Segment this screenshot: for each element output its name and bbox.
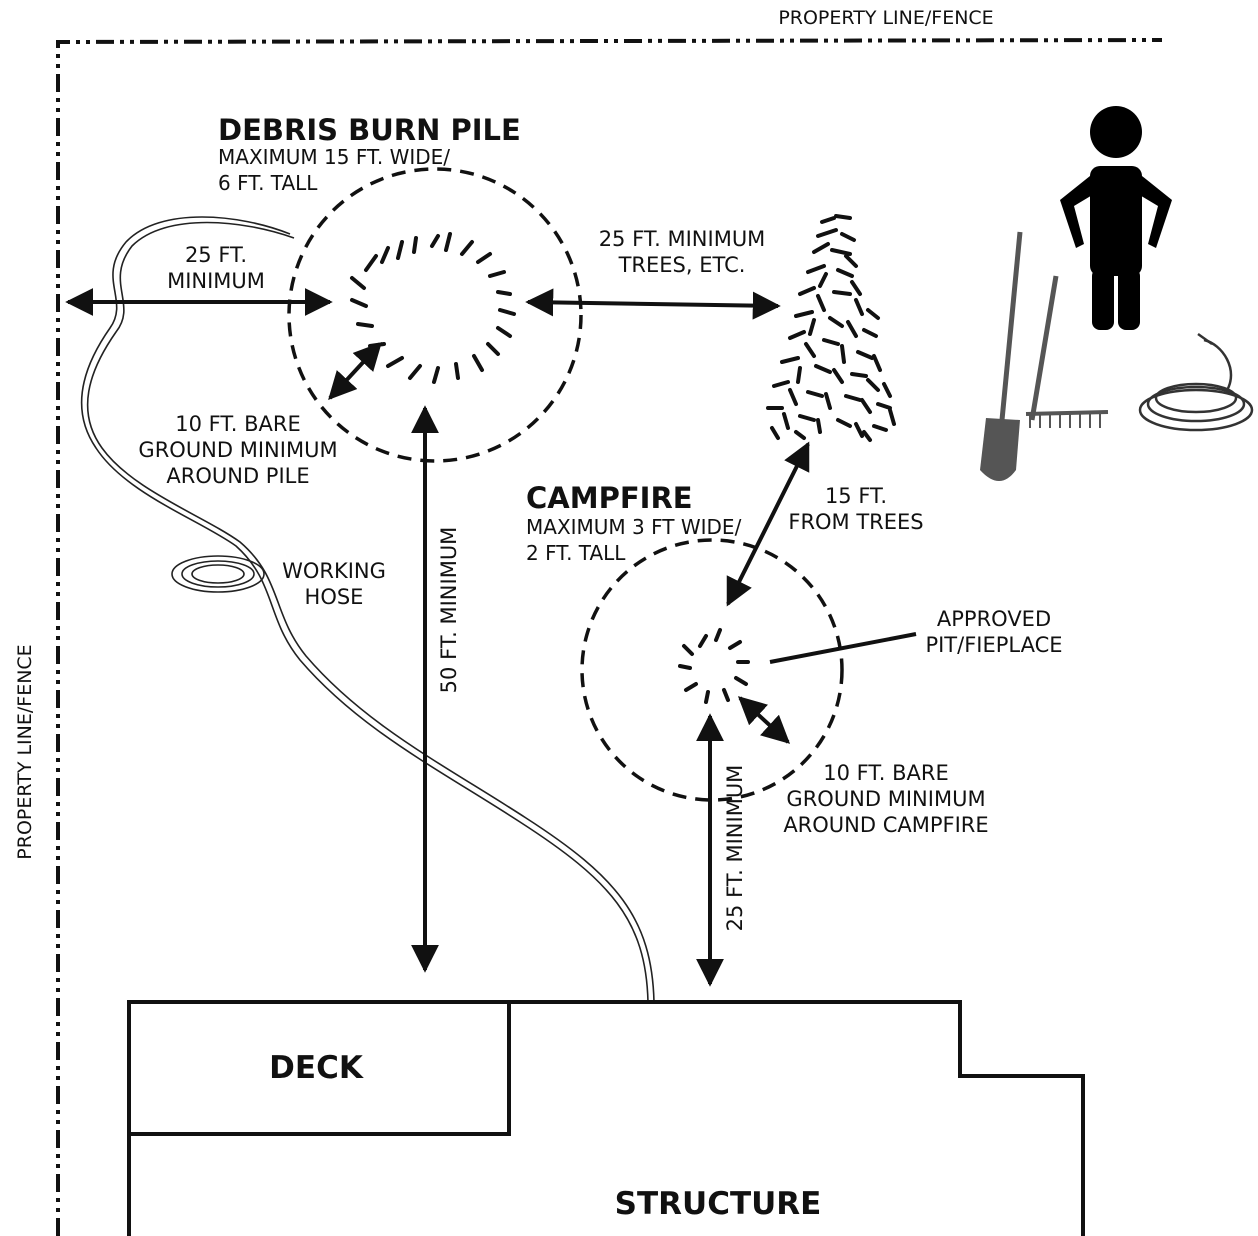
debris-bare-line1: 10 FT. BARE [175,412,300,436]
dimension-arrows [65,288,810,987]
debris-structure-distance: 50 FT. MINIMUM [437,527,461,694]
hose-coil-icon [171,555,265,593]
debris-trees-distance-line2: TREES, ETC. [618,253,746,277]
debris-bare-line3: AROUND PILE [166,464,309,488]
hose-label-line2: HOSE [305,585,364,609]
campfire-clearance-circle [580,538,844,802]
debris-trees-distance-line1: 25 FT. MINIMUM [599,227,766,251]
structure-outline [127,1000,1085,1236]
debris-pile-clearance-circle [287,167,583,463]
debris-burn-pile [350,232,516,384]
campfire-trees-distance-line2: FROM TREES [788,510,923,534]
property-line-top-label: PROPERTY LINE/FENCE [778,7,993,29]
pit-pointer-line [769,632,917,664]
structure-label: STRUCTURE [615,1186,822,1222]
debris-size-line1: MAXIMUM 15 FT. WIDE/ [218,145,450,169]
property-line [56,38,1163,1236]
rake-icon [1025,275,1109,428]
debris-left-distance-line1: 25 FT. [185,243,247,267]
pit-label-line2: PIT/FIEPLACE [925,633,1062,657]
campfire-bare-line3: AROUND CAMPFIRE [783,813,988,837]
pit-label-line1: APPROVED [937,607,1051,631]
debris-bare-line2: GROUND MINIMUM [138,438,337,462]
shovel-icon [980,231,1023,481]
campfire-trees-distance-line1: 15 FT. [825,484,887,508]
campfire-size-line1: MAXIMUM 3 FT WIDE/ [526,515,742,539]
property-line-left-label: PROPERTY LINE/FENCE [14,644,36,859]
garden-hose-icon [1138,332,1254,432]
working-hose [80,216,655,1003]
debris-left-distance-line2: MINIMUM [167,269,265,293]
campfire-bare-line1: 10 FT. BARE [823,761,948,785]
campfire-size-line2: 2 FT. TALL [526,541,626,565]
debris-size-line2: 6 FT. TALL [218,171,318,195]
tree-icon [766,214,896,442]
campfire-title: CAMPFIRE [526,481,693,515]
campfire-structure-distance: 25 FT. MINIMUM [723,765,747,932]
campfire-bare-line2: GROUND MINIMUM [786,787,985,811]
hose-label-line1: WORKING [282,559,386,583]
debris-title: DEBRIS BURN PILE [218,113,521,147]
deck-label: DECK [269,1050,364,1086]
campfire-pit [678,628,750,704]
person-icon [1060,106,1172,330]
